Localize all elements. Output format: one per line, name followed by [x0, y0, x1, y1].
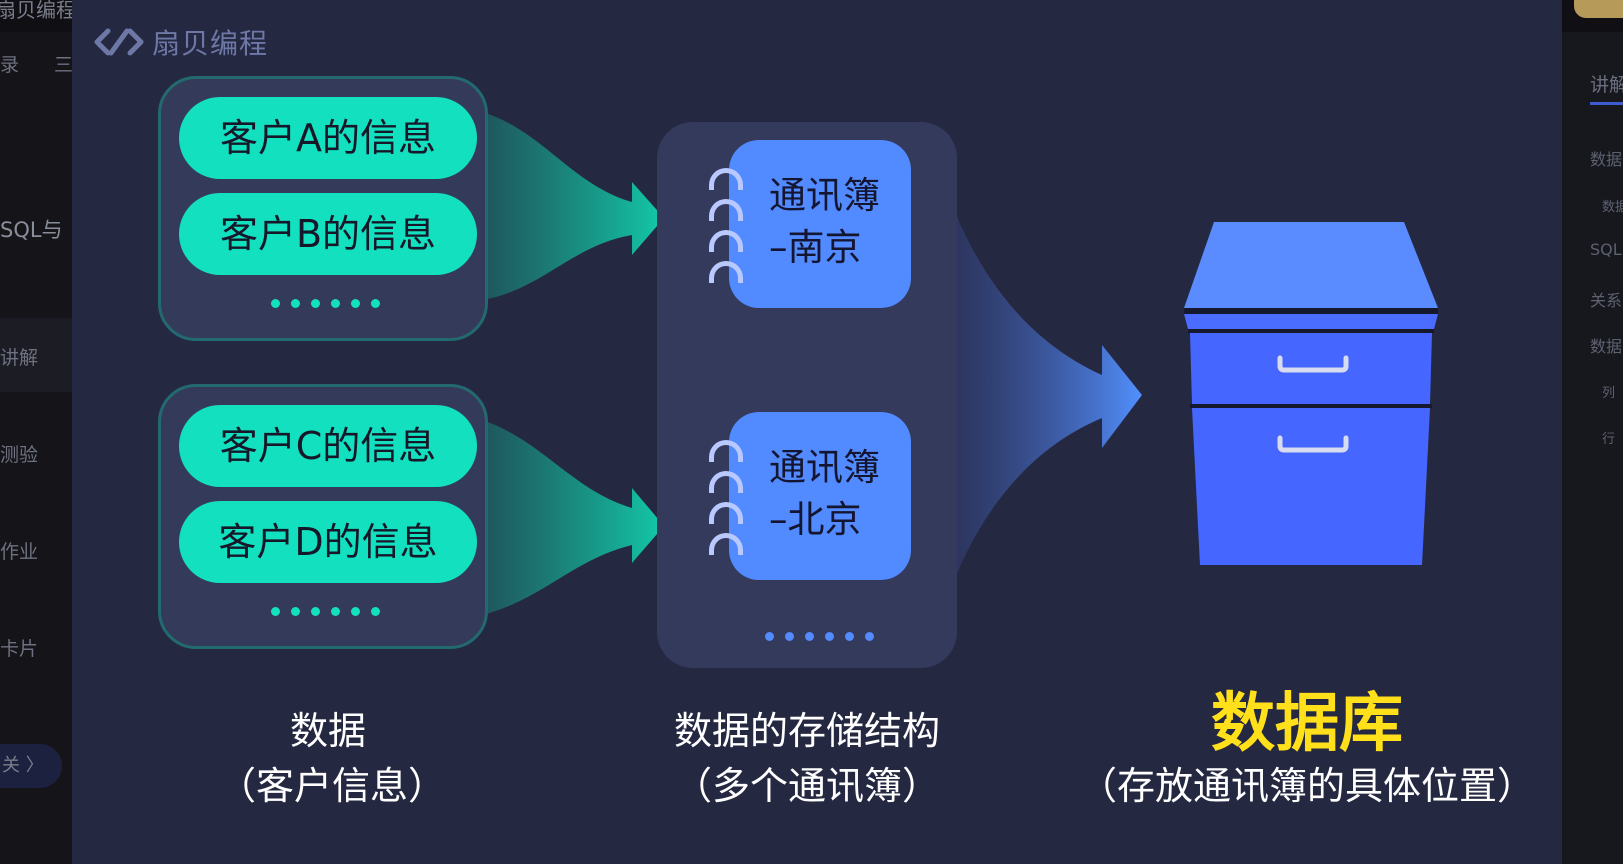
background-right-tab-indicator — [1590, 102, 1623, 105]
caption-database-subtitle: （存放通讯簿的具体位置） — [1078, 764, 1535, 808]
background-sidebar-item[interactable]: 测验 — [0, 444, 39, 466]
binder-rings-icon — [709, 168, 749, 292]
background-sidebar-active — [0, 318, 72, 392]
ellipsis-dots — [271, 299, 380, 308]
logo: 扇贝编程 — [94, 22, 268, 62]
caption-data-title: 数据 — [289, 709, 366, 753]
ellipsis-dots — [271, 607, 380, 616]
background-menu-icon[interactable]: 三 — [54, 54, 74, 76]
caption-structure-title: 数据的存储结构 — [673, 709, 940, 753]
customer-info-pill: 客户D的信息 — [179, 501, 477, 583]
background-sidebar-item[interactable]: 作业 — [0, 541, 39, 563]
customer-info-pill: 客户B的信息 — [179, 193, 477, 275]
background-sidebar-item[interactable]: SQL与 — [0, 218, 63, 242]
flow-arrows — [482, 112, 1142, 665]
address-books-panel: 通讯簿 –南京 通讯簿 –北京 — [657, 122, 957, 668]
funnel-arrow-top — [482, 112, 664, 300]
code-logo-icon — [94, 28, 144, 56]
avatar[interactable] — [1574, 0, 1623, 18]
binder-rings-icon — [709, 440, 749, 564]
address-book-nanjing: 通讯簿 –南京 — [709, 140, 911, 308]
background-right-tab[interactable]: 讲解 — [1590, 74, 1623, 96]
caption-database-title: 数据库 — [1211, 687, 1403, 761]
background-right-item[interactable]: SQL — [1590, 240, 1622, 259]
database-cabinet-icon — [1184, 222, 1438, 565]
address-book-title: 通讯簿 — [769, 174, 880, 217]
background-right-panel — [1562, 32, 1623, 864]
background-sidebar-item[interactable]: 讲解 — [0, 347, 39, 369]
address-book-city: –北京 — [769, 498, 862, 541]
address-book-title: 通讯簿 — [769, 446, 880, 489]
ellipsis-dots — [765, 632, 874, 641]
funnel-arrow-bottom — [482, 420, 664, 615]
funnel-arrow-database — [927, 125, 1142, 665]
background-sidebar-item[interactable]: 卡片 — [0, 638, 39, 660]
logo-text: 扇贝编程 — [152, 27, 269, 60]
caption-data-subtitle: （客户信息） — [218, 764, 447, 808]
background-sidebar-item[interactable]: 录 — [0, 54, 20, 76]
background-right-item[interactable]: 关系 — [1590, 291, 1623, 310]
customer-group-2: 客户C的信息 客户D的信息 — [158, 384, 488, 649]
caption-structure-subtitle: （多个通讯簿） — [673, 764, 940, 808]
background-right-item[interactable]: 数据 — [1602, 200, 1623, 215]
background-sidebar-button[interactable]: 关 〉 — [0, 744, 62, 788]
background-right-item[interactable]: 列 — [1602, 386, 1616, 401]
address-book-city: –南京 — [769, 226, 862, 269]
background-right-item[interactable]: 数据 — [1590, 337, 1623, 356]
background-course-title: 扇贝编程 — [0, 0, 76, 22]
background-right-item[interactable]: 行 — [1602, 432, 1616, 447]
customer-info-pill: 客户C的信息 — [179, 405, 477, 487]
background-right-item[interactable]: 数据 — [1590, 150, 1623, 169]
customer-info-pill: 客户A的信息 — [179, 97, 477, 179]
customer-group-1: 客户A的信息 客户B的信息 — [158, 76, 488, 341]
address-book-beijing: 通讯簿 –北京 — [709, 412, 911, 580]
slide: 扇贝编程 客户A的信息 客户B的信息 客户C的信息 客户D的信息 — [72, 0, 1562, 864]
